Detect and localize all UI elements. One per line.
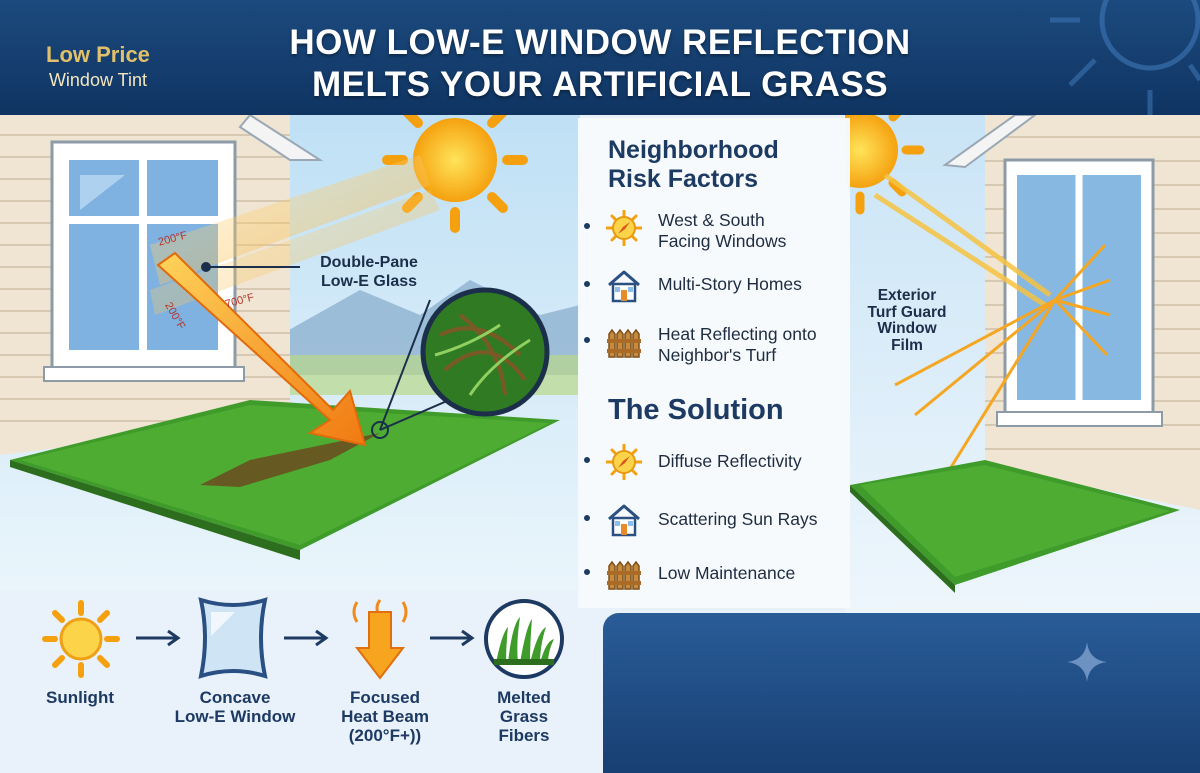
brand-logo: Low Price Window Tint [46, 42, 150, 91]
brand-name-line1: Low Price [46, 42, 150, 67]
heat-beam-icon [352, 599, 408, 680]
risk-item: Heat Reflecting onto Neighbor's Turf [584, 320, 848, 366]
solution-item: Diffuse Reflectivity [584, 440, 846, 484]
risk-item-text: Heat Reflecting onto Neighbor's Turf [658, 324, 848, 366]
process-step-line3: Fibers [498, 726, 550, 745]
process-step-label: Concave Low-E Window [160, 688, 310, 726]
film-label-line2: Turf Guard [867, 303, 947, 321]
risk-factors-heading: Neighborhood Risk Factors [608, 136, 779, 194]
house-icon [608, 504, 640, 537]
film-label-line4: Film [891, 336, 923, 354]
header-banner: Low Price Window Tint HOW LOW-E WINDOW R… [0, 0, 1200, 115]
bullet-icon [584, 223, 590, 229]
process-step-label: Sunlight [30, 688, 130, 707]
sun-icon [42, 600, 120, 678]
solution-heading: The Solution [608, 394, 784, 426]
risk-item-line1: Heat Reflecting onto [658, 324, 817, 344]
solution-item-text: Scattering Sun Rays [658, 509, 818, 529]
risk-item-text: Multi-Story Homes [658, 274, 848, 295]
process-step-line1: Sunlight [46, 688, 114, 707]
process-step-label: Focused Heat Beam (200°F+)) [315, 688, 455, 745]
process-step-line1: Melted [497, 688, 551, 707]
process-step-line2: Low-E Window [174, 707, 296, 726]
risk-item-line1: Multi-Story Homes [658, 274, 802, 294]
arrow-icon [430, 629, 475, 647]
film-label-line3: Window [877, 320, 937, 337]
info-panel: Neighborhood Risk Factors West & South F… [578, 118, 850, 608]
bullet-icon [584, 457, 590, 463]
compass-icon [606, 444, 642, 480]
title-line1: HOW LOW-E WINDOW REFLECTION [289, 23, 911, 62]
fence-icon [607, 328, 641, 358]
window-icon [198, 597, 268, 679]
header-sun-icon [1050, 0, 1200, 115]
grass-icon [484, 599, 564, 679]
arrow-icon [136, 629, 181, 647]
solution-item: Scattering Sun Rays [584, 498, 846, 542]
process-step-line2: Heat Beam [341, 707, 429, 726]
page-title: HOW LOW-E WINDOW REFLECTION MELTS YOUR A… [200, 22, 1000, 106]
double-pane-glass-label: Double-Pane Low-E Glass [304, 253, 434, 291]
risk-item-line2: Facing Windows [658, 231, 787, 251]
risk-item-line1: West & South [658, 210, 765, 230]
compass-icon [606, 210, 642, 246]
title-line2: MELTS YOUR ARTIFICIAL GRASS [311, 65, 889, 104]
sparkle-icon [1067, 642, 1107, 682]
process-step-line2: Grass [499, 707, 549, 726]
risk-item: Multi-Story Homes [584, 264, 846, 308]
process-step-line1: Focused [350, 688, 420, 707]
process-step-line1: Concave [199, 688, 271, 707]
bullet-icon [584, 569, 590, 575]
solution-item-text: Diffuse Reflectivity [658, 451, 802, 471]
right-scene-illustration [845, 115, 1200, 615]
arrow-icon [284, 629, 329, 647]
bullet-icon [584, 515, 590, 521]
brand-name-line2: Window Tint [48, 70, 147, 90]
film-label-line1: Exterior [877, 287, 937, 304]
glass-label-line2: Low-E Glass [320, 273, 418, 290]
risk-item-text: West & South Facing Windows [658, 210, 848, 252]
turf-guard-film-label: Exterior Turf Guard Window Film [862, 287, 952, 354]
decorative-panel [603, 613, 1200, 773]
risk-heading-line2: Risk Factors [608, 165, 759, 193]
risk-item-line2: Neighbor's Turf [658, 345, 777, 365]
risk-item: West & South Facing Windows [584, 206, 848, 252]
house-icon [608, 270, 640, 303]
fence-icon [607, 560, 641, 590]
process-step-line3: (200°F+)) [348, 726, 422, 745]
solution-item-text: Low Maintenance [658, 563, 796, 583]
risk-heading-line1: Neighborhood [608, 136, 779, 164]
left-scene-illustration [0, 115, 580, 590]
glass-label-line1: Double-Pane [320, 254, 418, 271]
process-step-label: Melted Grass Fibers [474, 688, 574, 745]
solution-item: Low Maintenance [584, 552, 846, 596]
bullet-icon [584, 281, 590, 287]
bullet-icon [584, 337, 590, 343]
